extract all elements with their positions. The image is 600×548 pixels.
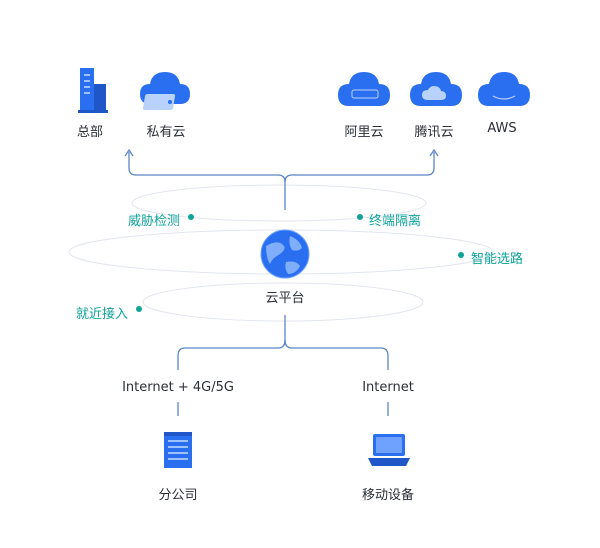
aliyun-label: 阿里云 [344,125,384,140]
arrow-left-head [124,148,134,157]
endpoint-isolation-dot [357,214,363,220]
smart-routing-label: 智能选路 [471,252,524,267]
nearby-access-dot [136,306,142,312]
globe-icon [260,229,310,279]
aws-label: AWS [487,121,517,136]
threat-detection-dot [188,214,194,220]
private-cloud-icon [140,72,190,110]
line-lower-right [284,339,389,370]
building-icon [78,68,108,113]
cloud-platform-label: 云平台 [265,291,305,306]
line-lower-left [177,339,286,370]
ring-top [131,184,427,222]
line-upper-right [284,152,435,183]
aliyun-cloud-icon [338,72,390,106]
laptop-icon [368,434,410,466]
threat-detection-label: 威胁检测 [128,214,181,229]
line-upper-left [128,152,286,183]
link-left-label: Internet + 4G/5G [122,380,234,395]
tencent-cloud-icon [410,72,462,106]
aws-cloud-icon [478,72,530,106]
link-right-label: Internet [362,380,414,395]
ring-bottom [142,282,424,322]
nearby-access-label: 就近接入 [76,307,129,322]
server-icon [164,432,192,468]
hq-label: 总部 [76,125,104,140]
private-cloud-label: 私有云 [146,125,186,140]
smart-routing-dot [458,252,464,258]
endpoint-isolation-label: 终端隔离 [369,214,422,229]
arrow-right-head [429,148,439,157]
branch-office-label: 分公司 [158,488,198,503]
tencent-cloud-label: 腾讯云 [414,125,454,140]
mobile-device-label: 移动设备 [361,488,415,503]
